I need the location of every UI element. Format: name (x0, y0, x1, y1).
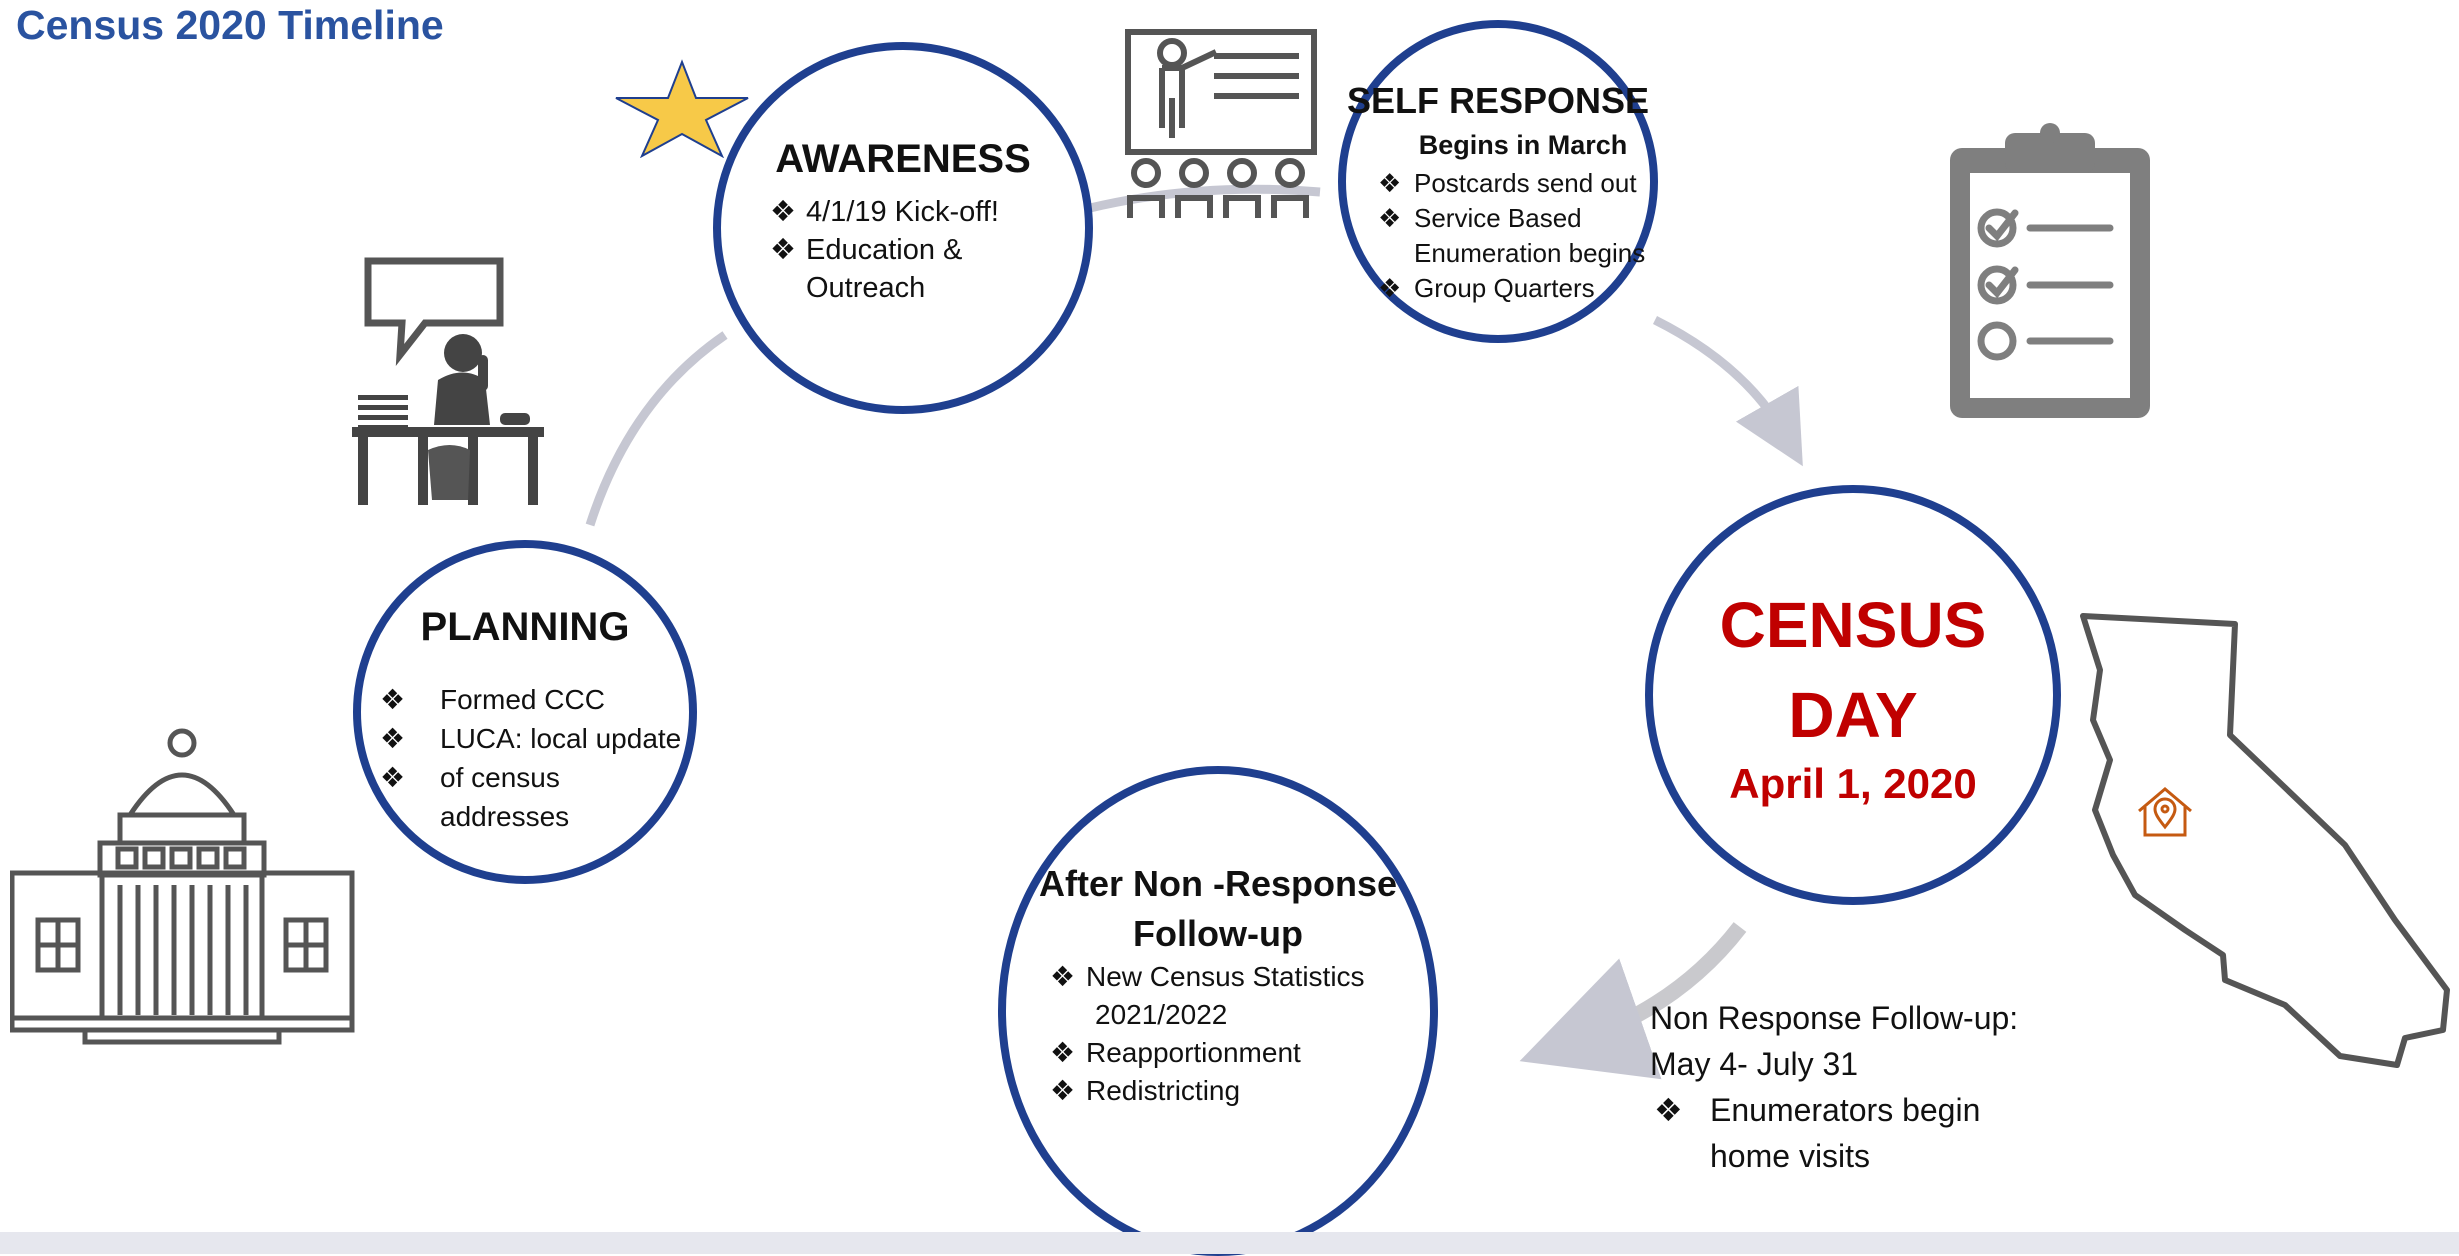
self-response-list: ❖Postcards send out ❖Service Based Enume… (1378, 166, 1645, 306)
self-response-circle (1338, 20, 1658, 343)
list-item: ❖of census (380, 762, 560, 793)
list-item: ❖Redistricting (1050, 1075, 1241, 1106)
footer-bar (0, 1232, 2459, 1254)
self-response-title: SELF RESPONSE (1346, 80, 1650, 121)
connector-census-day-after-nrfu (1519, 922, 1747, 1080)
list-item: ❖New Census Statistics (1050, 961, 1365, 992)
after-nrfu-list: ❖New Census Statistics 2021/2022 ❖Reappo… (1050, 958, 1365, 1110)
nrfu-note-line2: May 4- July 31 (1650, 1046, 1859, 1082)
planning-list: ❖Formed CCC ❖LUCA: local update ❖of cens… (380, 680, 681, 836)
capitol-building-icon (10, 728, 355, 1045)
star-icon (615, 59, 749, 158)
planning-title: PLANNING (420, 605, 630, 649)
list-item: ❖Postcards send out (1378, 168, 1637, 198)
awareness-list: ❖4/1/19 Kick-off! ❖Education & Outreach (770, 193, 999, 307)
after-nrfu-title-line1: After Non -Response (1038, 863, 1398, 904)
list-item: ❖Education & (770, 234, 963, 266)
home-location-pin-icon (2138, 787, 2192, 837)
after-nrfu-title-line2: Follow-up (1133, 913, 1303, 954)
list-item: ❖Formed CCC (380, 684, 605, 715)
awareness-circle (713, 42, 1093, 414)
presentation-icon (1125, 29, 1317, 218)
list-item: ❖LUCA: local update (380, 723, 682, 754)
nrfu-note: Non Response Follow-up: May 4- July 31 ❖… (1650, 995, 2018, 1179)
person-at-desk-icon (352, 257, 544, 505)
clipboard-checklist-icon (1950, 123, 2150, 418)
nrfu-note-line1: Non Response Follow-up: (1650, 1000, 2019, 1036)
list-item: Enumeration begins (1414, 238, 1646, 268)
self-response-subtitle: Begins in March (1418, 130, 1628, 160)
list-item: 2021/2022 (1095, 999, 1228, 1030)
nrfu-note-item-line2: home visits (1710, 1138, 1871, 1174)
census-day-line2: DAY (1788, 679, 1918, 751)
awareness-title: AWARENESS (775, 137, 1031, 181)
census-day-circle (1645, 485, 2061, 905)
planning-circle (353, 540, 697, 884)
connector-self-response-census-day (1652, 315, 1803, 467)
census-day-date: April 1, 2020 (1729, 760, 1977, 807)
list-item: ❖Service Based (1378, 203, 1582, 233)
list-item: ❖ Enumerators begin (1654, 1092, 1981, 1128)
list-item: ❖Reapportionment (1050, 1037, 1301, 1068)
connector-awareness-self-response (1088, 184, 1321, 213)
list-item: ❖Group Quarters (1378, 273, 1595, 303)
page-title: Census 2020 Timeline (16, 2, 444, 48)
census-day-line1: CENSUS (1719, 589, 1987, 661)
list-item: addresses (440, 801, 570, 832)
california-map-icon (2080, 613, 2450, 1068)
list-item: ❖4/1/19 Kick-off! (770, 196, 999, 228)
connector-planning-awareness (585, 331, 728, 527)
list-item: Outreach (806, 272, 926, 304)
